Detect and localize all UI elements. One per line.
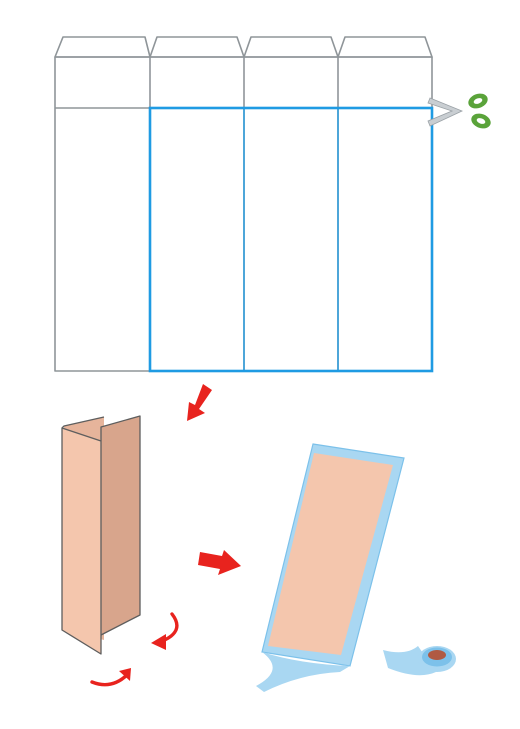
- tape-roll-icon: [383, 646, 456, 676]
- carton-flap-3: [243, 36, 339, 58]
- folded-panel-front: [62, 428, 101, 654]
- strip-panel: [268, 453, 393, 655]
- tape-strip-loose: [256, 652, 350, 692]
- scissors-icon: [427, 93, 491, 129]
- carton-flap-2: [149, 36, 245, 58]
- carton-flap-4: [337, 36, 433, 58]
- arrow-right-icon: [198, 550, 241, 575]
- fold-arrow-icon: [90, 668, 131, 687]
- folded-panel-right: [101, 416, 140, 635]
- unfolded-carton: [54, 36, 434, 373]
- cut-line: [148, 106, 434, 373]
- arrow-down-icon: [187, 384, 212, 421]
- carton-flap-1: [54, 36, 151, 58]
- fold-arrow-icon: [151, 612, 179, 650]
- folded-panels: [61, 415, 141, 655]
- taped-strip: [256, 443, 405, 692]
